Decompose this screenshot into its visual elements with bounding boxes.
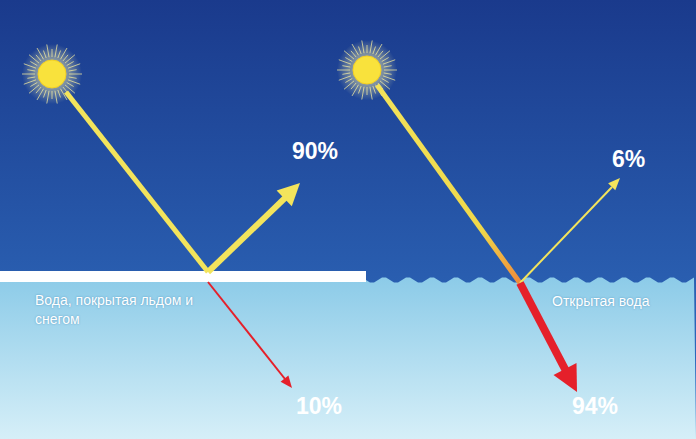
sun-ray — [352, 44, 359, 55]
sun-ray — [58, 90, 61, 98]
sun — [337, 40, 397, 100]
sun-ray — [24, 64, 36, 68]
sun-ray — [36, 55, 41, 61]
sun-ray — [383, 76, 395, 80]
arrowhead — [277, 183, 300, 206]
sun-ray — [68, 64, 80, 68]
sun-ray — [382, 58, 389, 62]
sun-ray — [69, 77, 77, 78]
ice-layer — [0, 271, 366, 282]
sun-ray — [370, 87, 372, 100]
sun-ray — [370, 40, 372, 53]
sun-ray — [52, 91, 53, 99]
sun-ray — [373, 47, 376, 55]
reflected-ray — [208, 198, 285, 272]
sun-ray — [52, 49, 53, 57]
sun-ray — [55, 91, 57, 104]
reflected-percent: 6% — [612, 146, 645, 173]
sun-ray — [339, 76, 351, 80]
sun-ray — [339, 60, 351, 64]
sun-ray — [30, 62, 37, 66]
incoming-ray — [66, 92, 208, 272]
reflected-percent: 90% — [292, 138, 338, 165]
sun-ray — [384, 70, 397, 71]
sun-ray — [351, 83, 356, 89]
sun-ray — [378, 51, 383, 57]
sun-ray — [67, 62, 74, 66]
sun-ray — [382, 79, 389, 83]
surface-label: Открытая вода — [552, 292, 650, 311]
sun-ray — [69, 74, 82, 75]
sun-ray — [27, 70, 35, 71]
sun-ray — [22, 74, 35, 75]
incoming-ray — [377, 85, 520, 283]
sun-ray — [345, 79, 352, 83]
surface-label: Вода, покрытая льдом и снегом — [35, 291, 235, 329]
sun-ray — [358, 86, 361, 94]
sun-ray — [68, 80, 80, 84]
reflected-ray — [520, 187, 612, 283]
sun-ray — [43, 90, 46, 98]
sun-ray — [67, 83, 74, 87]
sun-ray — [383, 60, 395, 64]
sun-ray — [63, 55, 68, 61]
sun-ray — [55, 44, 57, 57]
arrowhead — [554, 363, 578, 392]
sun-ray — [384, 73, 392, 74]
sun-ray — [362, 87, 364, 100]
absorbed-percent: 10% — [296, 393, 342, 420]
sun-ray — [351, 51, 356, 57]
sun-ray — [69, 70, 77, 71]
arrowhead — [608, 178, 620, 190]
absorbed-percent: 94% — [572, 393, 618, 420]
sun — [22, 44, 82, 104]
sun-ray — [27, 77, 35, 78]
water — [0, 277, 696, 439]
sun-ray — [58, 51, 61, 59]
sun-ray — [345, 58, 352, 62]
absorbed-ray — [208, 282, 285, 379]
sun-ray — [342, 73, 350, 74]
sun-ray — [358, 47, 361, 55]
sun-ray — [384, 66, 392, 67]
sun-ray — [30, 83, 37, 87]
sun-ray — [37, 48, 44, 59]
sun-ray — [362, 40, 364, 53]
sun-ray — [373, 86, 376, 94]
sun-ray — [24, 80, 36, 84]
sun-ray — [47, 44, 49, 57]
sun-ray — [367, 87, 368, 95]
sun-ray — [337, 70, 350, 71]
arrowhead — [281, 376, 292, 389]
sun-ray — [43, 51, 46, 59]
sun-ray — [36, 87, 41, 93]
sun-ray — [367, 45, 368, 53]
sun-ray — [47, 91, 49, 104]
sun-ray — [342, 66, 350, 67]
